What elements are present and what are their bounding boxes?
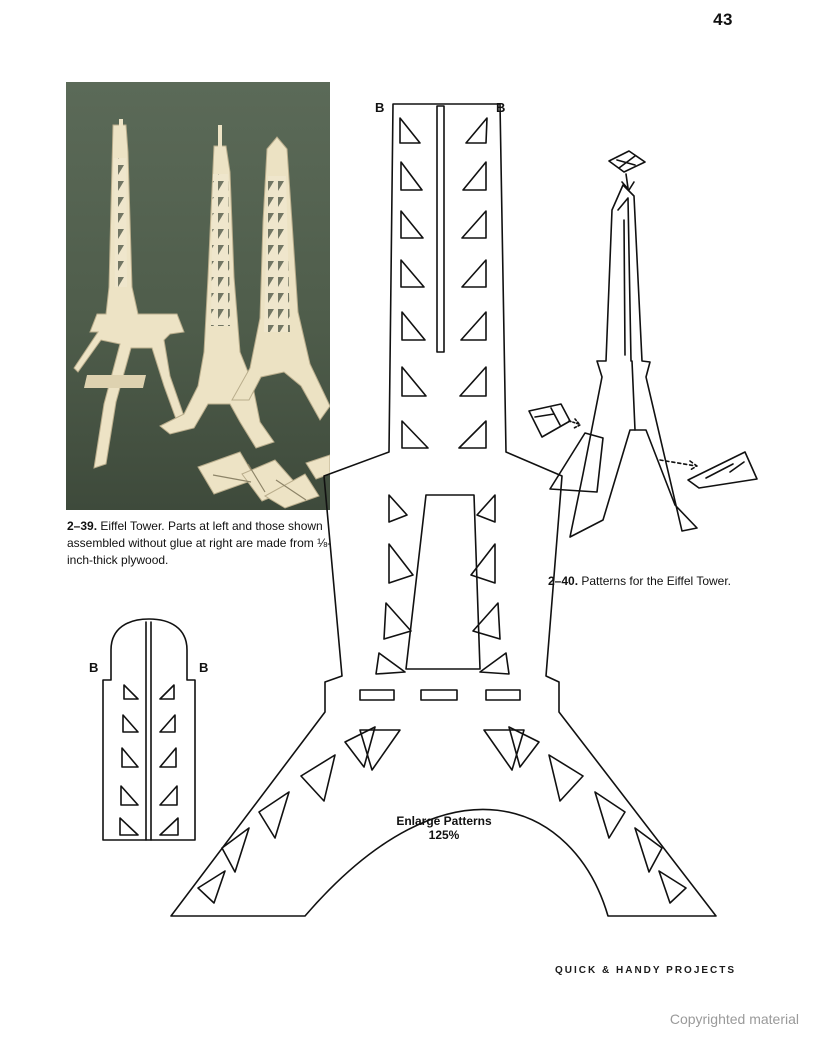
copyright-watermark: Copyrighted material bbox=[669, 1011, 799, 1027]
book-section-footer: QUICK & HANDY PROJECTS bbox=[555, 965, 737, 976]
small-tower-pattern bbox=[102, 618, 196, 841]
small-tower-left-b-label: B bbox=[89, 660, 98, 675]
instruction-line-2: 125% bbox=[428, 828, 460, 842]
assembly-diagram bbox=[528, 150, 758, 538]
wooden-eiffel-tower-photo bbox=[66, 82, 330, 510]
left-model-tower bbox=[73, 119, 187, 469]
caption-number: 2–39. bbox=[67, 519, 98, 533]
figure-caption-2-40: 2–40. Patterns for the Eiffel Tower. bbox=[548, 573, 788, 590]
figure-caption-2-39: 2–39. Eiffel Tower. Parts at left and th… bbox=[67, 518, 333, 569]
caption-number: 2–40. bbox=[548, 574, 579, 588]
instruction-line-1: Enlarge Patterns bbox=[396, 814, 492, 828]
small-tower-right-b-label: B bbox=[199, 660, 208, 675]
caption-text: Patterns for the Eiffel Tower. bbox=[581, 574, 732, 588]
eiffel-photo bbox=[66, 82, 330, 510]
caption-text: Eiffel Tower. Parts at left and those sh… bbox=[67, 519, 332, 567]
page-number: 43 bbox=[713, 10, 733, 29]
large-tower-right-b-label: B bbox=[496, 100, 505, 115]
enlarge-pattern-instruction: Enlarge Patterns 125% bbox=[384, 814, 504, 842]
large-tower-left-b-label: B bbox=[375, 100, 384, 115]
